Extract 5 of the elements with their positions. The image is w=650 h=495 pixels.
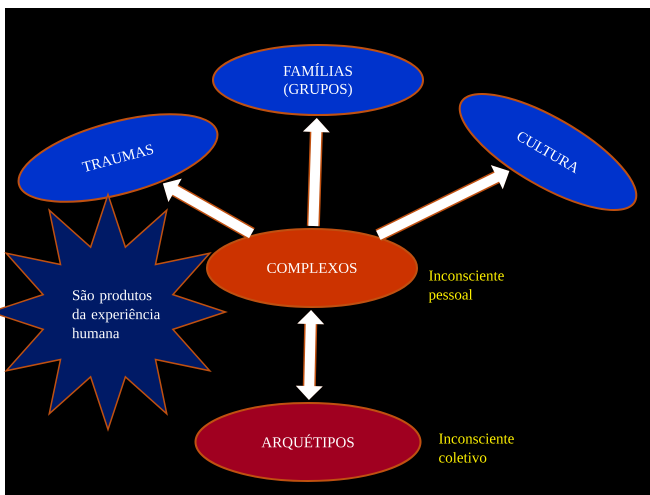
side-note: Inconsciente coletivo bbox=[439, 434, 514, 463]
side-note: Inconsciente pessoal bbox=[428, 270, 504, 303]
ellipse-node: ARQUÉTIPOS bbox=[194, 402, 422, 482]
ellipse-node: FAMÍLIAS (GRUPOS) bbox=[212, 44, 424, 116]
ellipse-node: COMPLEXOS bbox=[206, 228, 418, 308]
